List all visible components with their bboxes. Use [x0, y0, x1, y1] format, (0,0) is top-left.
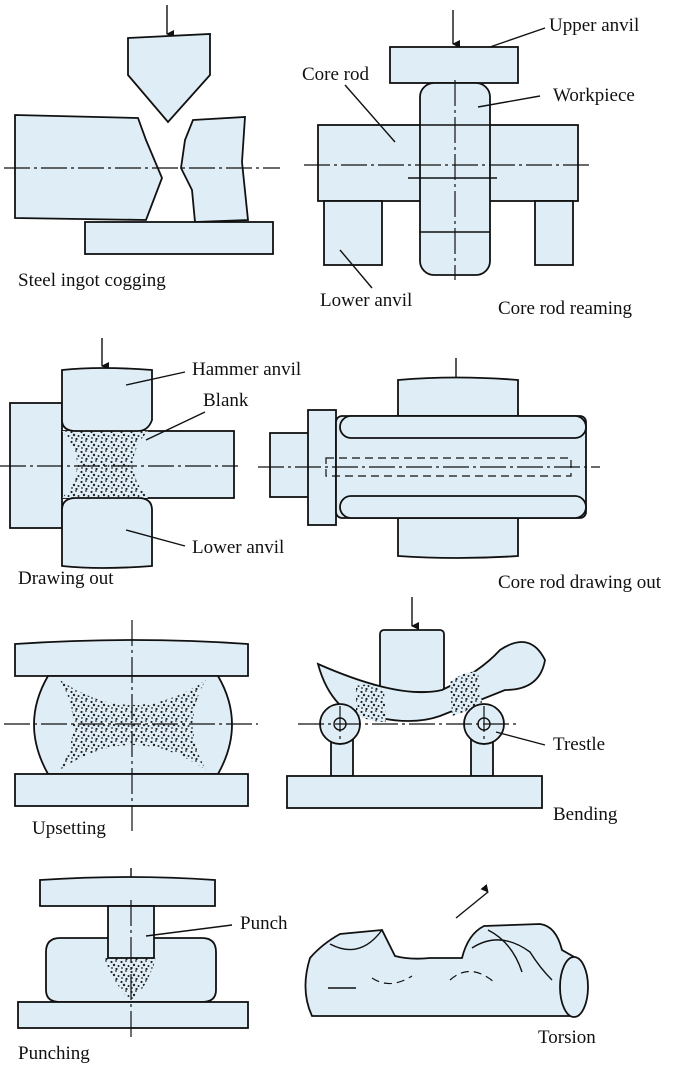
- leader-line-icon: [125, 529, 186, 547]
- rotation-arrow-icon: [455, 884, 489, 919]
- deformation-zone: [450, 671, 482, 716]
- caption-core-rod-reaming: Core rod reaming: [498, 298, 633, 319]
- label-trestle: Trestle: [553, 734, 605, 755]
- twist-line: [487, 929, 523, 973]
- panel-core-rod-drawing-out: Core rod drawing out: [258, 358, 662, 593]
- leader-line-icon: [489, 27, 546, 48]
- upper-die: [39, 876, 216, 907]
- label-upper-anvil: Upper anvil: [549, 15, 639, 36]
- leader-line-icon: [145, 411, 206, 441]
- lower-anvil: [61, 497, 153, 569]
- caption-core-rod-drawing-out: Core rod drawing out: [498, 572, 662, 593]
- panel-punching: Punch Punching: [17, 868, 288, 1064]
- bending-base: [286, 775, 543, 809]
- lower-anvil-left: [323, 200, 383, 266]
- leader-line-icon: [477, 95, 541, 108]
- v-die: [127, 33, 211, 124]
- leader-line-icon: [125, 371, 186, 386]
- bar-end-face: [559, 956, 589, 1018]
- deformation-zone: [60, 680, 206, 770]
- lower-die: [17, 1001, 249, 1029]
- caption-punching: Punching: [18, 1043, 90, 1064]
- lower-anvil: [397, 517, 519, 559]
- panel-core-rod-reaming: Upper anvil Core rod Workpiece Lower anv…: [302, 10, 639, 319]
- lower-anvil: [84, 221, 274, 255]
- panel-upsetting: Upsetting: [4, 620, 258, 839]
- leader-line-icon: [339, 249, 373, 289]
- upper-anvil: [389, 46, 519, 84]
- caption-torsion: Torsion: [538, 1027, 596, 1048]
- panel-steel-ingot-cogging: Steel ingot cogging: [4, 5, 280, 291]
- twisted-bar: [304, 923, 577, 1017]
- panel-bending: Trestle Bending: [286, 597, 618, 825]
- lower-anvil-right: [534, 200, 574, 266]
- label-lower-anvil: Lower anvil: [320, 290, 412, 311]
- deformation-zone: [104, 958, 156, 1002]
- caption-bending: Bending: [553, 804, 618, 825]
- upper-anvil: [397, 376, 519, 417]
- label-punch: Punch: [240, 913, 288, 934]
- leader-line-icon: [145, 924, 233, 937]
- label-lower-anvil-drawing: Lower anvil: [192, 537, 284, 558]
- tube-wall-top: [339, 415, 587, 439]
- deformation-zone: [62, 431, 148, 498]
- twist-line-hidden: [371, 970, 495, 985]
- panel-torsion: Torsion: [304, 884, 596, 1048]
- caption-steel-ingot-cogging: Steel ingot cogging: [18, 270, 166, 291]
- label-hammer-anvil: Hammer anvil: [192, 359, 301, 380]
- label-core-rod: Core rod: [302, 64, 370, 85]
- hammer-anvil: [61, 367, 153, 432]
- ingot-right: [180, 116, 249, 223]
- mandrel-shank: [269, 432, 311, 498]
- label-workpiece: Workpiece: [553, 85, 635, 106]
- caption-upsetting: Upsetting: [32, 818, 106, 839]
- twist-line: [471, 939, 553, 981]
- label-blank: Blank: [203, 390, 249, 411]
- bending-die: [379, 629, 445, 693]
- deformation-zone: [356, 684, 386, 722]
- leader-line-icon: [495, 731, 546, 746]
- leader-line-icon: [344, 84, 396, 143]
- twist-line: [329, 929, 383, 951]
- panel-drawing-out: Hammer anvil Blank Lower anvil Drawing o…: [0, 338, 301, 589]
- caption-drawing-out: Drawing out: [18, 568, 114, 589]
- tube-wall-bottom: [339, 495, 587, 519]
